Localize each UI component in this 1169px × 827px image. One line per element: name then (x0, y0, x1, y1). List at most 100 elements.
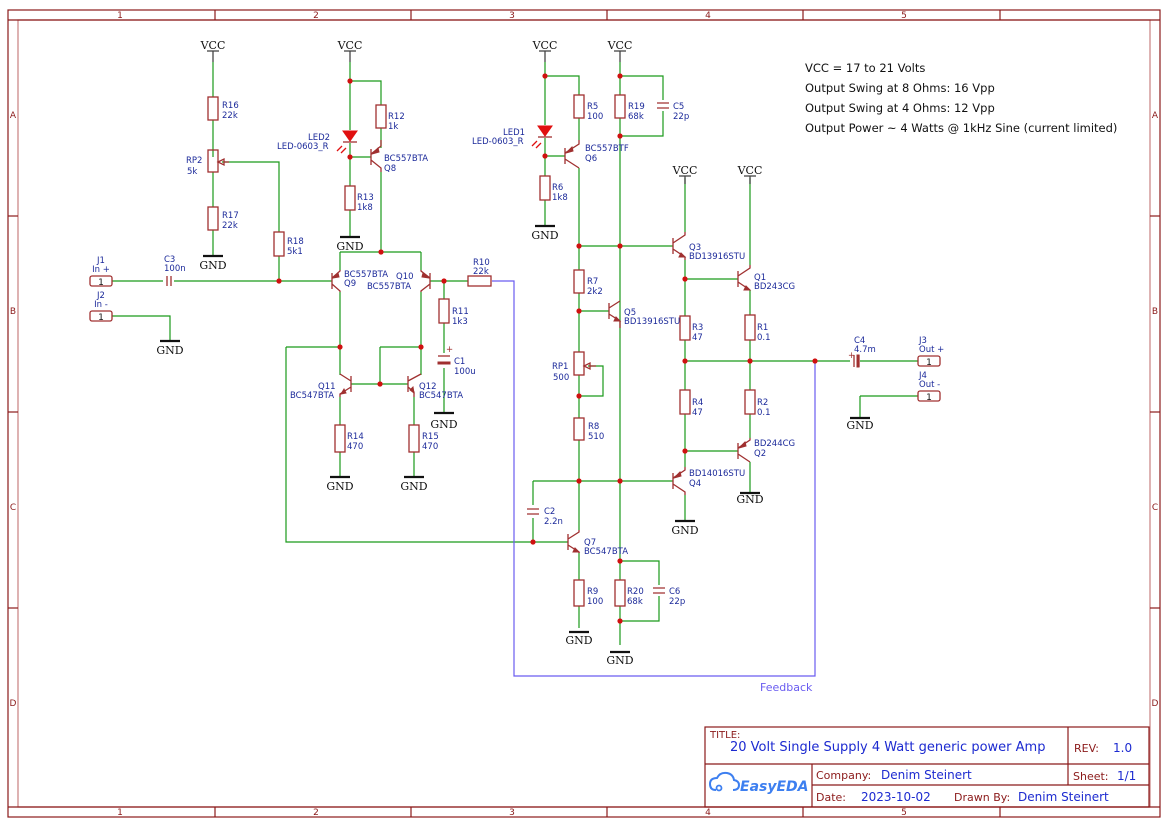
row-label: B (1152, 307, 1158, 317)
svg-text:Q1: Q1 (754, 273, 766, 283)
svg-text:C1: C1 (454, 357, 465, 367)
svg-text:R16: R16 (222, 101, 239, 111)
svg-text:+: + (848, 351, 855, 361)
svg-text:BC557BTA: BC557BTA (384, 154, 428, 164)
column-label: 1 (117, 11, 123, 21)
svg-text:5k1: 5k1 (287, 247, 303, 257)
svg-text:100u: 100u (454, 367, 476, 377)
svg-text:R3: R3 (692, 323, 703, 333)
svg-text:22p: 22p (669, 597, 685, 607)
gnd-symbol: GND (336, 235, 364, 253)
svg-text:GND: GND (736, 493, 763, 506)
svg-text:BC547BTA: BC547BTA (584, 547, 628, 557)
svg-text:1k8: 1k8 (552, 193, 568, 203)
svg-text:R19: R19 (628, 102, 645, 112)
svg-text:VCC: VCC (337, 39, 363, 52)
svg-text:68k: 68k (628, 112, 644, 122)
svg-text:1k: 1k (388, 122, 398, 132)
column-label: 4 (705, 808, 711, 818)
company-value: Denim Steinert (881, 768, 972, 782)
svg-text:BC547BTA: BC547BTA (419, 391, 463, 401)
gnd-symbol: GND (326, 475, 354, 493)
svg-text:R13: R13 (357, 193, 374, 203)
svg-text:Q9: Q9 (344, 279, 356, 289)
svg-text:Out -: Out - (919, 380, 940, 390)
svg-text:RP2: RP2 (186, 156, 202, 166)
svg-text:500: 500 (553, 373, 569, 383)
gnd-symbol: GND (671, 519, 699, 537)
svg-text:1k3: 1k3 (452, 317, 468, 327)
svg-text:C4: C4 (854, 336, 865, 346)
gnd-symbol: GND (430, 411, 458, 431)
svg-text:R4: R4 (692, 398, 703, 408)
title-block: TITLE: 20 Volt Single Supply 4 Watt gene… (704, 726, 1150, 808)
svg-text:BD13916STU: BD13916STU (689, 252, 745, 262)
svg-text:2k2: 2k2 (587, 287, 603, 297)
date-label: Date: (816, 791, 846, 804)
column-label: 4 (705, 11, 711, 21)
row-label: C (10, 503, 16, 513)
svg-text:470: 470 (422, 442, 438, 452)
rev-value: 1.0 (1113, 741, 1132, 755)
svg-text:Q10: Q10 (396, 272, 414, 282)
gnd-symbol: GND (156, 339, 184, 357)
svg-text:BD244CG: BD244CG (754, 439, 795, 449)
svg-text:GND: GND (531, 229, 558, 242)
svg-text:22k: 22k (222, 111, 238, 121)
junctions (276, 73, 818, 624)
svg-text:BD14016STU: BD14016STU (689, 469, 745, 479)
svg-text:GND: GND (336, 240, 363, 253)
svg-text:47: 47 (692, 333, 703, 343)
svg-text:R20: R20 (627, 587, 644, 597)
note-output-power: Output Power ~ 4 Watts @ 1kHz Sine (curr… (805, 121, 1117, 135)
row-label: B (10, 307, 16, 317)
gnd-symbol: GND (565, 630, 593, 647)
column-label: 3 (509, 808, 515, 818)
sheet-value: 1/1 (1117, 769, 1136, 783)
svg-text:R18: R18 (287, 237, 304, 247)
svg-text:1: 1 (926, 358, 932, 368)
column-label: 2 (313, 808, 319, 818)
gnd-symbol: GND (400, 475, 428, 493)
svg-text:GND: GND (199, 259, 226, 272)
column-label: 1 (117, 808, 123, 818)
svg-text:510: 510 (588, 432, 604, 442)
resistor-R1: R10.1 (744, 314, 771, 343)
svg-text:Q4: Q4 (689, 479, 701, 489)
vcc-symbol: VCC (672, 164, 697, 184)
gnd-symbol: GND (846, 416, 874, 432)
vcc-symbol: VCC (737, 164, 762, 184)
easyeda-logo: EasyEDA (708, 771, 809, 795)
svg-text:Q3: Q3 (689, 243, 701, 253)
logo-text: EasyEDA (740, 779, 809, 795)
svg-text:1k8: 1k8 (357, 203, 373, 213)
resistor-R2: R20.1 (744, 389, 771, 418)
svg-text:100n: 100n (164, 264, 186, 274)
title-label: TITLE: (709, 730, 740, 741)
svg-text:J3: J3 (918, 336, 927, 346)
row-label: A (1152, 111, 1159, 121)
frame-row-labels: A B C D A B C D (10, 111, 1159, 709)
svg-text:100: 100 (587, 112, 603, 122)
title-value: 20 Volt Single Supply 4 Watt generic pow… (730, 740, 1045, 755)
gnd-symbol: GND (531, 224, 559, 242)
svg-text:GND: GND (326, 480, 353, 493)
svg-text:BC547BTA: BC547BTA (290, 391, 334, 401)
